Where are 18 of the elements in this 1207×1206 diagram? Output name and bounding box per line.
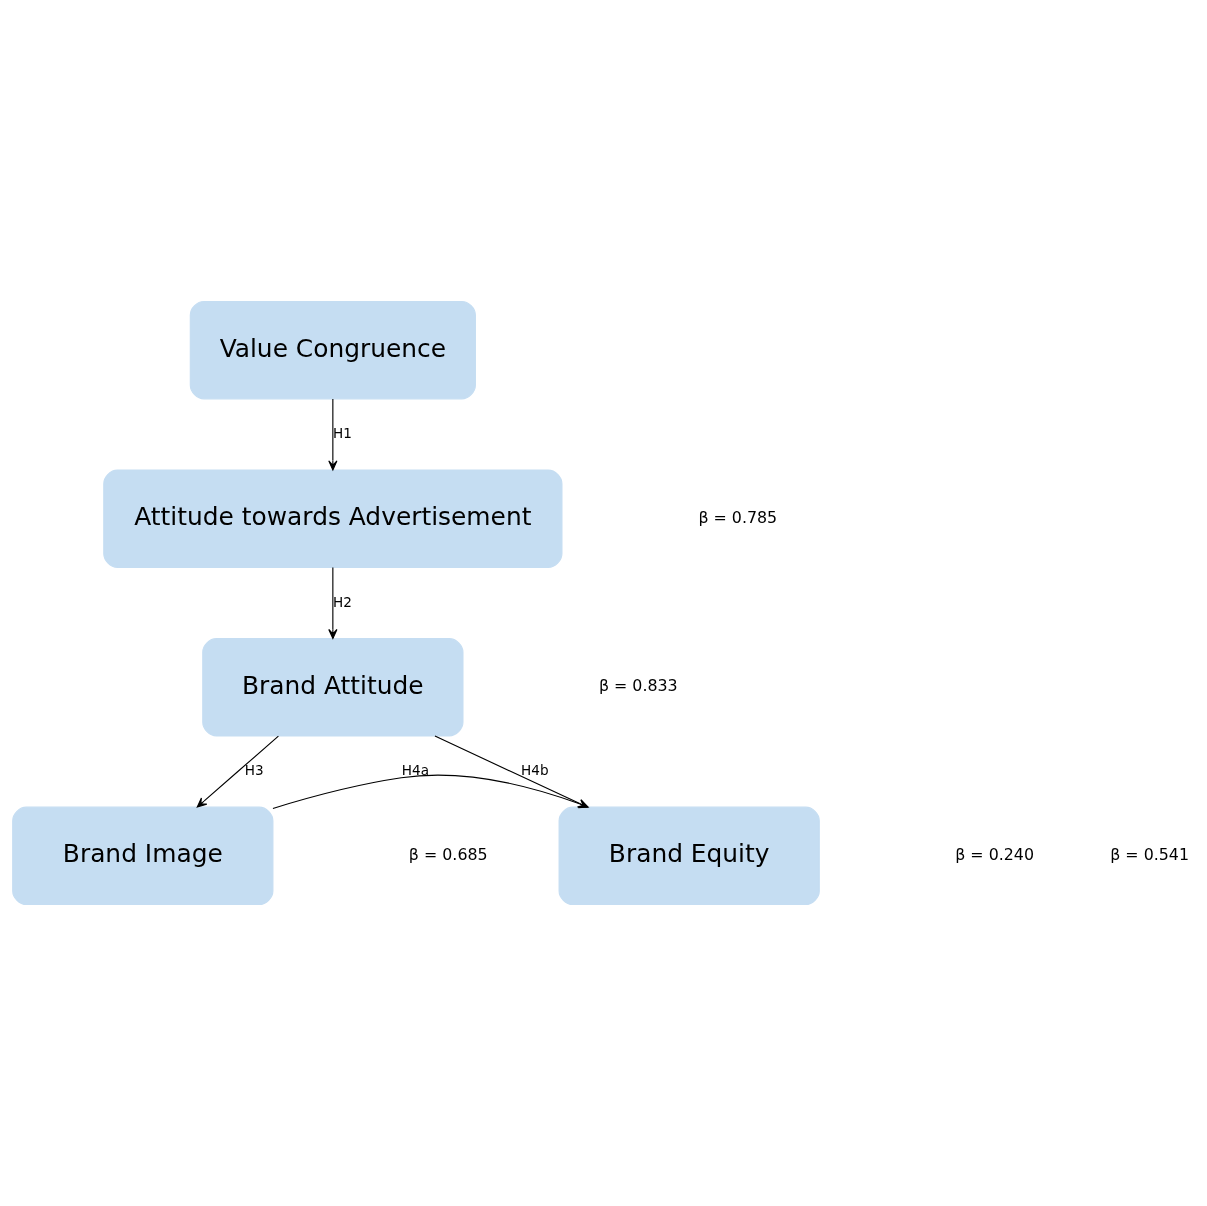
node-box: Brand Equity: [558, 806, 820, 906]
label: β = 0.833: [598, 676, 678, 696]
label: β = 0.685: [408, 845, 488, 865]
node-box: Attitude towards Advertisement: [103, 469, 563, 568]
node-box: Brand Image: [12, 806, 274, 906]
node-box: Brand Attitude: [202, 638, 464, 737]
arrow: [328, 566, 338, 640]
node-box: Value Congruence: [189, 300, 476, 400]
label: β = 0.785: [698, 507, 778, 527]
edge-label: H1: [333, 424, 352, 441]
edge-label: H4a: [401, 762, 429, 779]
arrow: [196, 735, 279, 808]
edge-label: H3: [244, 762, 264, 779]
edge-label: H2: [333, 593, 352, 610]
edge-label: H4b: [521, 762, 549, 779]
label: β = 0.541: [1110, 845, 1189, 865]
label: β = 0.240: [955, 845, 1034, 865]
arrow: [328, 398, 338, 471]
